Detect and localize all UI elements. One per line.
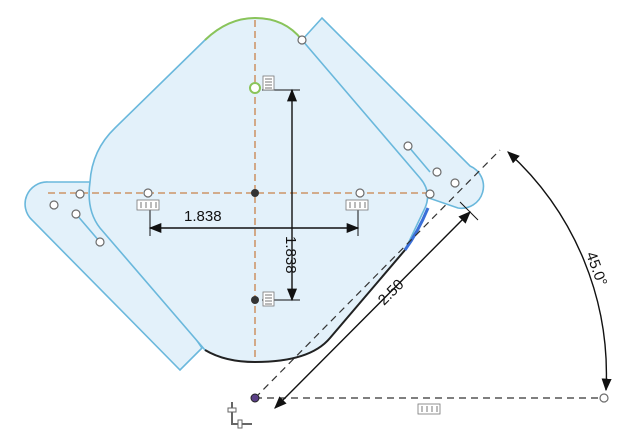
dimension-width-value[interactable]: 1.838 — [184, 208, 222, 225]
sketch-point[interactable] — [450, 178, 460, 188]
vertical-constraint-icon[interactable] — [262, 291, 275, 307]
dimension-height-value[interactable]: 1.838 — [282, 236, 299, 274]
horizontal-constraint-icon[interactable] — [136, 199, 160, 211]
sketch-center-point[interactable] — [251, 189, 259, 197]
horizontal-constraint-icon[interactable] — [345, 199, 369, 211]
sketch-point-dark[interactable] — [251, 296, 259, 304]
dimension-angle-value[interactable]: 45.0° — [582, 250, 610, 289]
sketch-point[interactable] — [143, 188, 153, 198]
dimension-witness-diag — [459, 201, 479, 221]
sketch-point[interactable] — [355, 188, 365, 198]
sketch-point[interactable] — [297, 35, 307, 45]
sketch-point[interactable] — [49, 200, 59, 210]
dimension-line-diagonal[interactable] — [274, 211, 471, 409]
vertical-constraint-icon[interactable] — [262, 75, 275, 91]
inner-slot-left — [75, 213, 101, 243]
horizontal-constraint-icon[interactable] — [417, 403, 441, 415]
tangent-arc-top[interactable] — [204, 16, 303, 41]
sketch-point[interactable] — [425, 189, 435, 199]
right-slot-profile[interactable] — [300, 16, 485, 210]
left-slot-profile[interactable] — [24, 181, 204, 372]
origin-point[interactable] — [250, 393, 260, 403]
sketch-origin-axis-icon — [227, 402, 252, 429]
sketch-point-green[interactable] — [249, 82, 261, 94]
sketch-point[interactable] — [403, 141, 413, 151]
sketch-point[interactable] — [71, 209, 81, 219]
sketch-point[interactable] — [75, 189, 85, 199]
sketch-point[interactable] — [95, 237, 105, 247]
dimension-arc-angle[interactable] — [507, 151, 612, 392]
inner-slot-right — [407, 145, 431, 173]
sketch-point[interactable] — [432, 167, 442, 177]
sketch-point[interactable] — [599, 393, 609, 403]
